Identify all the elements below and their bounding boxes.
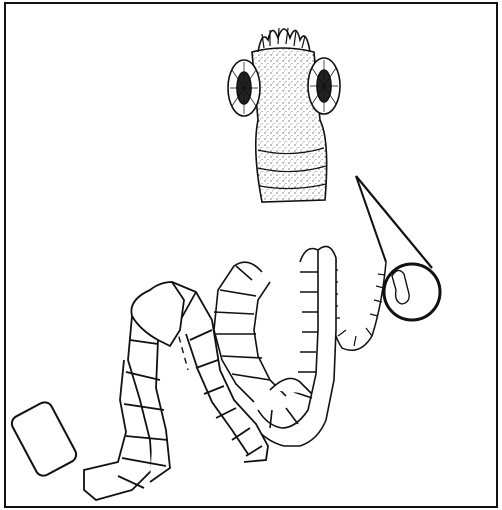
sucker-left bbox=[228, 60, 260, 116]
scolex bbox=[228, 28, 340, 202]
sucker-right bbox=[308, 58, 340, 114]
immature-proglottids bbox=[330, 260, 386, 350]
detached-proglottid bbox=[9, 400, 79, 479]
